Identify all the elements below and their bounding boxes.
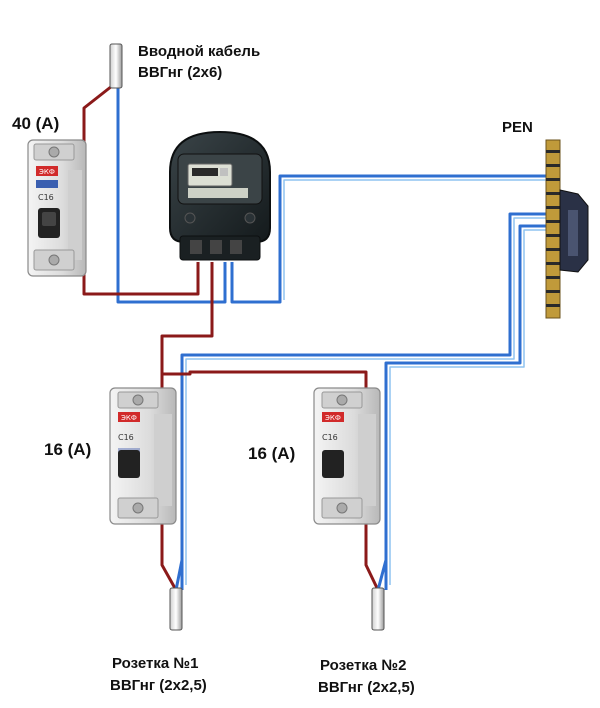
- electric-meter: [169, 130, 271, 261]
- main-breaker: ЭКФ C16: [27, 139, 87, 277]
- input-cable-label-line1: Вводной кабель: [138, 43, 261, 60]
- breaker2-rating: 16 (А): [248, 444, 296, 463]
- main-breaker-brand: ЭКФ: [39, 168, 55, 176]
- breaker2-model: C16: [322, 433, 338, 442]
- socket1-label-line1: Розетка №1: [112, 655, 199, 672]
- phase-wire-main-meter: [68, 262, 200, 296]
- neutral-wire-socket2: [384, 224, 548, 590]
- pen-busbar: [545, 139, 589, 319]
- breaker-socket1: ЭКФ C16: [109, 387, 177, 525]
- main-breaker-rating: 40 (А): [12, 114, 60, 133]
- phase-wire-meter-brk1: [160, 262, 214, 395]
- phase-wire-socket1: [160, 522, 178, 591]
- phase-wire-socket2: [364, 522, 380, 591]
- phase-wires: [68, 84, 380, 591]
- neutral-wire-socket1: [180, 212, 548, 590]
- breaker1-rating: 16 (А): [44, 440, 92, 459]
- socket2-label-line2: ВВГнг (2х2,5): [318, 679, 415, 696]
- socket1-cable: [169, 587, 183, 631]
- socket1-label-line2: ВВГнг (2х2,5): [110, 677, 207, 694]
- breaker1-brand: ЭКФ: [121, 414, 137, 422]
- main-breaker-model: C16: [38, 193, 54, 202]
- breaker1-model: C16: [118, 433, 134, 442]
- breaker2-brand: ЭКФ: [325, 414, 341, 422]
- socket2-cable: [371, 587, 385, 631]
- input-cable-label-line2: ВВГнг (2х6): [138, 64, 223, 81]
- phase-wire-brk1-brk2: [162, 370, 368, 395]
- pen-label: PEN: [502, 119, 533, 136]
- neutral-wire-meter-pen: [230, 174, 548, 304]
- breaker-socket2: ЭКФ C16: [313, 387, 381, 525]
- neutral-wires: [116, 86, 548, 590]
- input-cable: [109, 43, 123, 89]
- socket2-label-line1: Розетка №2: [320, 657, 407, 674]
- neutral-wire-input: [116, 86, 227, 304]
